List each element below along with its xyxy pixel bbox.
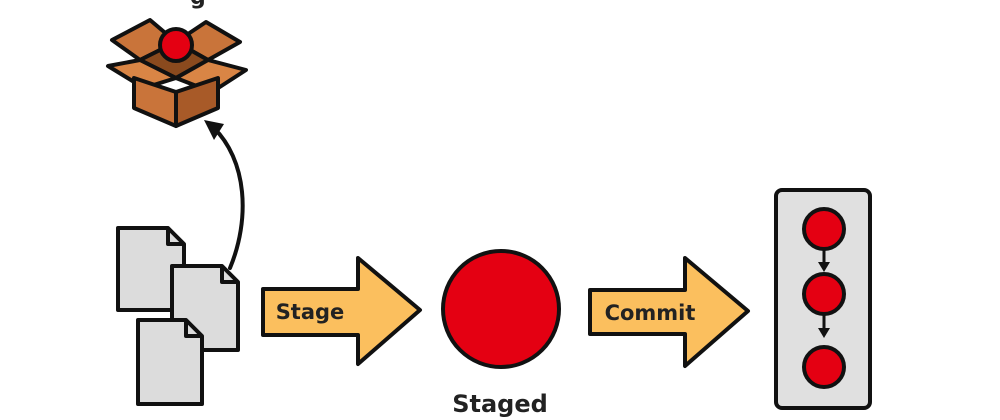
commit-arrow: Commit [588, 256, 750, 368]
staged-circle-icon [441, 249, 561, 369]
stage-arrow: Stage [261, 256, 422, 366]
stage-label: Stage [276, 300, 345, 324]
commit-history-icon [774, 188, 872, 410]
stash-box-icon [106, 18, 248, 128]
commit-node-1 [802, 207, 846, 251]
staged-label: Staged [452, 390, 548, 418]
commit-node-2 [802, 272, 846, 316]
documents-stack-icon [116, 226, 240, 406]
stash-curved-arrow [204, 120, 245, 270]
commit-label: Commit [605, 301, 696, 325]
commit-node-3 [802, 345, 846, 389]
top-cut-label: g [190, 0, 206, 10]
